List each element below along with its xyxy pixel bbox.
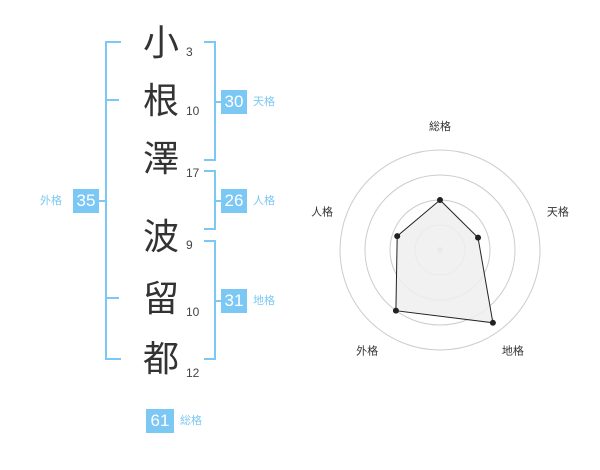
soukaku-value-badge: 61 bbox=[146, 409, 174, 433]
gaikaku-tick-upper bbox=[105, 99, 119, 101]
radar-point bbox=[394, 233, 401, 240]
gaikaku-value-badge: 35 bbox=[73, 189, 99, 213]
radar-grid-ring bbox=[339, 149, 541, 351]
radar-axis-label: 地格 bbox=[502, 343, 524, 357]
name-char-4: 波 bbox=[142, 217, 179, 258]
name-char-1: 小 bbox=[142, 23, 179, 64]
stroke-count-3: 17 bbox=[186, 166, 200, 180]
name-char-6: 都 bbox=[142, 339, 179, 380]
jinkaku-label: 人格 bbox=[253, 194, 275, 207]
gaikaku-connector bbox=[97, 200, 107, 202]
tenkaku-value-badge: 30 bbox=[221, 90, 247, 114]
stroke-count-5: 10 bbox=[186, 305, 200, 319]
radar-point bbox=[392, 307, 399, 314]
radar-axis-label: 総格 bbox=[429, 119, 451, 133]
jinkaku-connector bbox=[214, 200, 222, 202]
radar-axis-label: 天格 bbox=[547, 205, 569, 219]
chikaku-connector bbox=[214, 300, 222, 302]
name-char-2: 根 bbox=[142, 81, 179, 122]
radar-points bbox=[392, 197, 496, 326]
name-char-3: 澤 bbox=[142, 139, 179, 180]
gaikaku-bracket bbox=[105, 41, 121, 360]
stroke-count-4: 9 bbox=[186, 238, 193, 252]
tenkaku-label: 天格 bbox=[253, 95, 275, 108]
stroke-count-2: 10 bbox=[186, 104, 200, 118]
radar-grid-ring bbox=[364, 174, 516, 326]
gaikaku-tick-lower bbox=[105, 297, 119, 299]
radar-axis-label: 外格 bbox=[356, 343, 378, 357]
chikaku-value-badge: 31 bbox=[221, 289, 247, 313]
radar-axis-label: 人格 bbox=[311, 205, 333, 219]
stroke-count-6: 12 bbox=[186, 366, 200, 380]
gaikaku-label: 外格 bbox=[40, 194, 62, 207]
radar-polygon bbox=[395, 199, 494, 324]
radar-point bbox=[489, 319, 496, 326]
stroke-count-1: 3 bbox=[186, 45, 193, 59]
radar-point bbox=[475, 234, 482, 241]
tenkaku-connector bbox=[214, 101, 222, 103]
radar-point bbox=[437, 197, 443, 203]
soukaku-label: 総格 bbox=[180, 414, 202, 427]
chikaku-label: 地格 bbox=[253, 294, 275, 307]
name-char-5: 留 bbox=[142, 279, 179, 320]
jinkaku-value-badge: 26 bbox=[221, 189, 247, 213]
